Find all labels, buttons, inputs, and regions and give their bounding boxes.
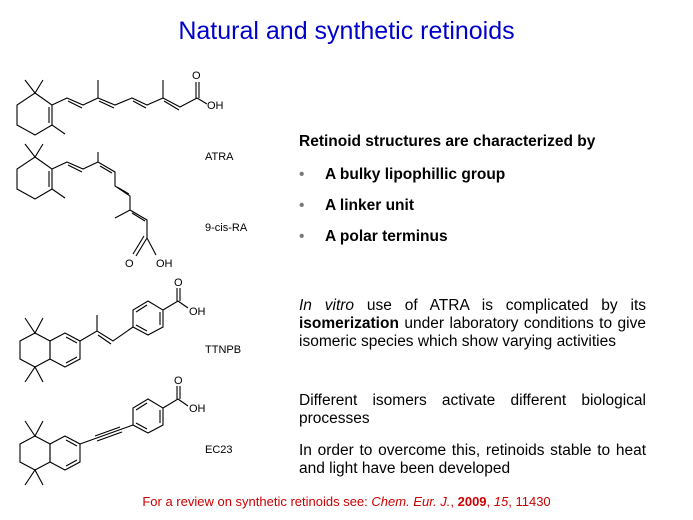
bullet-dot: •: [299, 197, 305, 214]
bullet-item: • A bulky lipophillic group: [299, 166, 505, 184]
atom-o: O: [125, 258, 134, 270]
bullet-item: • A linker unit: [299, 197, 414, 215]
paragraph-stability: In order to overcome this, retinoids sta…: [299, 442, 646, 477]
bullet-text: A bulky lipophillic group: [325, 166, 506, 183]
atra-structure: [16, 79, 208, 136]
italic-text: In vitro: [299, 297, 355, 314]
text: use of ATRA is complicated by its: [354, 297, 647, 314]
paragraph-isomers: Different isomers activate different bio…: [299, 392, 646, 427]
atom-oh: OH: [189, 403, 206, 415]
label-atra: ATRA: [205, 151, 234, 163]
atom-o: O: [174, 375, 183, 387]
atom-oh: OH: [156, 258, 173, 270]
9-cis-ra-structure: [16, 143, 157, 257]
label-ttnpb: TTNPB: [205, 344, 242, 356]
label-ec23: EC23: [205, 444, 233, 456]
features-heading: Retinoid structures are characterized by: [299, 133, 596, 150]
bullet-text: A polar terminus: [325, 228, 448, 245]
bullet-dot: •: [299, 228, 305, 245]
text: under laboratory conditions to give isom…: [299, 315, 646, 350]
bold-text: isomerization: [299, 315, 399, 332]
text: ,: [450, 494, 458, 509]
volume: 15: [493, 494, 509, 509]
text: ,: [508, 494, 516, 509]
atom-oh: OH: [189, 306, 206, 318]
text: ,: [486, 494, 494, 509]
ec23-structure: [19, 386, 189, 486]
journal: Chem. Eur. J.: [371, 494, 451, 509]
atom-o: O: [174, 277, 183, 289]
label-9-cis-ra: 9-cis-RA: [205, 222, 248, 234]
footer-reference: For a review on synthetic retinoids see:…: [0, 494, 693, 509]
bullet-dot: •: [299, 166, 305, 183]
bullet-text: A linker unit: [325, 197, 414, 214]
atom-o: O: [192, 70, 201, 82]
paragraph-isomerization: In vitro use of ATRA is complicated by i…: [299, 297, 646, 351]
bullet-item: • A polar terminus: [299, 228, 448, 246]
text: For a review on synthetic retinoids see:: [142, 494, 372, 509]
atom-oh: OH: [207, 100, 224, 112]
slide-title: Natural and synthetic retinoids: [178, 17, 515, 45]
page: 11430: [515, 494, 551, 509]
year: 2009: [457, 494, 487, 509]
ttnpb-structure: [19, 288, 189, 383]
